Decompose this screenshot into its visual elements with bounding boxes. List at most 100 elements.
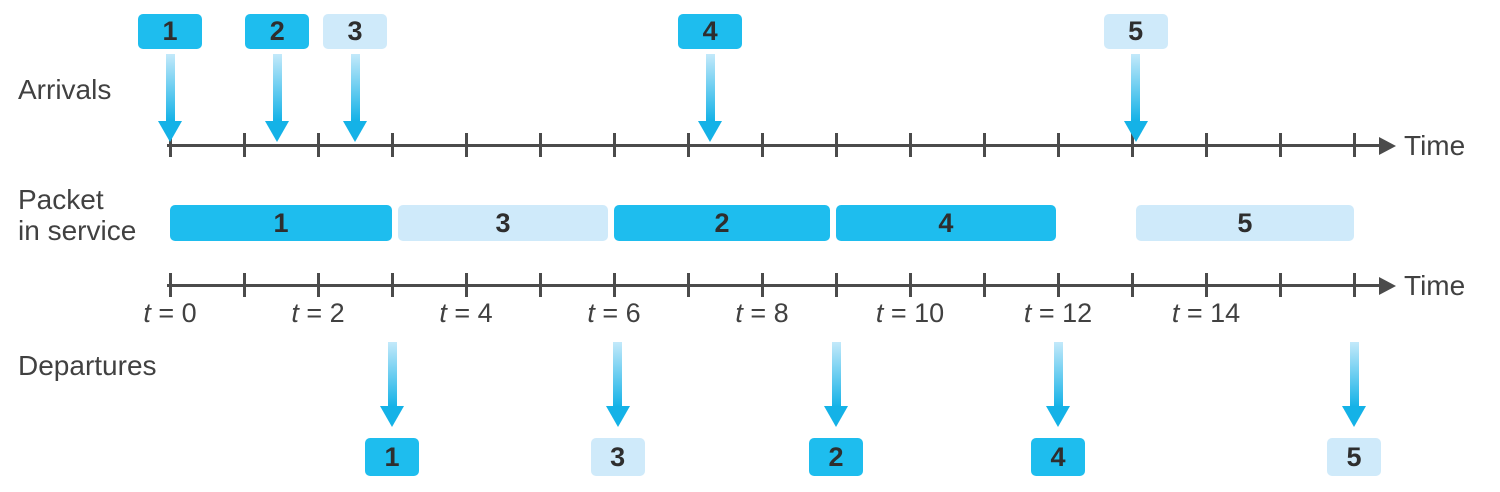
timeline-top-tick-16 xyxy=(1352,133,1356,157)
arrival-arrow-4-head xyxy=(698,121,723,142)
departures-label: Departures xyxy=(18,350,157,381)
packet-in-service-label-line1: Packet xyxy=(18,184,104,215)
service-bar-2: 2 xyxy=(607,199,835,246)
timeline-top-tick-4 xyxy=(464,133,468,157)
timeline-bottom-tick-5 xyxy=(538,273,542,297)
timeline-top-tick-11 xyxy=(982,133,986,157)
departure-arrow-2-shaft xyxy=(831,342,841,407)
departure-packet-5: 5 xyxy=(1321,431,1388,481)
tick-label-t4-value: = 4 xyxy=(446,298,493,328)
tick-label-t8-value: = 8 xyxy=(742,298,789,328)
service-bar-3-number: 3 xyxy=(495,207,511,238)
timeline-bottom xyxy=(167,284,1379,287)
arrival-arrow-1-shaft xyxy=(165,54,175,121)
arrival-packet-3: 3 xyxy=(317,7,394,53)
arrivals-label: Arrivals xyxy=(18,74,112,105)
tick-label-t2: t = 2 xyxy=(248,298,388,329)
tick-label-t12: t = 12 xyxy=(988,298,1128,329)
arrival-packet-4: 4 xyxy=(672,7,750,53)
timeline-top-arrowhead xyxy=(1379,137,1396,155)
departure-arrow-5-head xyxy=(1342,406,1366,427)
departure-arrow-3-head xyxy=(605,406,630,427)
timeline-bottom-tick-14 xyxy=(1204,273,1208,297)
arrival-arrow-5-shaft xyxy=(1131,54,1141,121)
timeline-bottom-tick-0 xyxy=(168,273,172,297)
packet-in-service-label-line2: in service xyxy=(18,215,137,246)
service-bar-1: 1 xyxy=(164,199,396,246)
departure-packet-1-number: 1 xyxy=(384,441,400,472)
timeline-top-tick-10 xyxy=(908,133,912,157)
time-axis-label-top: Time xyxy=(1404,130,1466,161)
timeline-top-tick-0 xyxy=(168,133,172,157)
arrival-arrow-3-head xyxy=(343,121,367,142)
tick-label-t12-var: t xyxy=(1023,298,1032,328)
service-bar-1-number: 1 xyxy=(273,207,289,238)
timeline-top-tick-6 xyxy=(612,133,616,157)
arrival-arrow-1-head xyxy=(158,121,182,142)
tick-label-t8: t = 8 xyxy=(692,298,832,329)
timeline-bottom-arrowhead xyxy=(1379,277,1396,295)
service-bar-3: 3 xyxy=(391,199,613,246)
tick-label-t10-var: t xyxy=(875,298,884,328)
timeline-bottom-tick-2 xyxy=(316,273,320,297)
timeline-bottom-tick-7 xyxy=(686,273,690,297)
timeline-bottom-tick-4 xyxy=(464,273,468,297)
tick-label-t4: t = 4 xyxy=(396,298,536,329)
departure-packet-2: 2 xyxy=(803,431,870,481)
service-bar-2-number: 2 xyxy=(714,207,730,238)
arrival-packet-5-number: 5 xyxy=(1128,16,1144,46)
arrival-arrow-5-head xyxy=(1123,121,1148,142)
timeline-bottom-tick-9 xyxy=(834,273,838,297)
timeline-top-tick-12 xyxy=(1056,133,1060,157)
arrival-arrow-4-shaft xyxy=(705,54,715,121)
arrival-packet-1: 1 xyxy=(132,7,209,53)
tick-label-t0-value: = 0 xyxy=(150,298,197,328)
departure-packet-3-number: 3 xyxy=(610,441,626,472)
tick-label-t14-var: t xyxy=(1171,298,1180,328)
departure-arrow-1-shaft xyxy=(387,342,397,407)
tick-label-t8-var: t xyxy=(735,298,743,328)
departure-packet-2-number: 2 xyxy=(828,441,844,472)
service-bar-5: 5 xyxy=(1129,199,1359,246)
timeline-top-tick-3 xyxy=(390,133,394,157)
departure-packet-4-number: 4 xyxy=(1050,441,1066,472)
departure-arrow-2-head xyxy=(824,406,848,427)
departure-arrow-1-head xyxy=(380,406,404,427)
departure-arrow-3-shaft xyxy=(613,342,623,407)
timeline-top-tick-14 xyxy=(1204,133,1208,157)
arrival-packet-4-number: 4 xyxy=(702,16,718,46)
tick-label-t12-value: = 12 xyxy=(1031,298,1093,328)
departure-arrow-4-shaft xyxy=(1053,342,1063,407)
tick-label-t14: t = 14 xyxy=(1136,298,1276,329)
departure-arrow-5-shaft xyxy=(1349,342,1359,407)
tick-label-t6: t = 6 xyxy=(544,298,684,329)
service-bar-5-number: 5 xyxy=(1237,207,1253,238)
tick-label-t0-var: t xyxy=(143,298,151,328)
timeline-top-tick-13 xyxy=(1130,133,1134,157)
timeline-bottom-tick-12 xyxy=(1056,273,1060,297)
service-bar-4-number: 4 xyxy=(938,207,954,238)
timeline-top-tick-5 xyxy=(538,133,542,157)
arrival-packet-2: 2 xyxy=(239,7,317,53)
tick-label-t10: t = 10 xyxy=(840,298,980,329)
departure-packet-4: 4 xyxy=(1025,431,1092,481)
timeline-top-tick-8 xyxy=(760,133,764,157)
arrival-arrow-3-shaft xyxy=(350,54,360,121)
timeline-bottom-tick-8 xyxy=(760,273,764,297)
departure-packet-1: 1 xyxy=(359,431,426,481)
service-bar-4: 4 xyxy=(830,199,1060,246)
timeline-bottom-tick-1 xyxy=(242,273,246,297)
tick-label-t2-var: t xyxy=(291,298,299,328)
timeline-top-tick-9 xyxy=(834,133,838,157)
tick-label-t2-value: = 2 xyxy=(298,298,345,328)
arrival-arrow-2-head xyxy=(265,121,290,142)
departure-packet-3: 3 xyxy=(584,431,652,481)
timeline-top-tick-15 xyxy=(1278,133,1282,157)
tick-label-t14-value: = 14 xyxy=(1179,298,1241,328)
packet-in-service-label: Packet in service xyxy=(18,184,136,246)
timeline-top-tick-2 xyxy=(316,133,320,157)
timeline-bottom-tick-16 xyxy=(1352,273,1356,297)
timeline-bottom-tick-11 xyxy=(982,273,986,297)
timeline-bottom-tick-10 xyxy=(908,273,912,297)
